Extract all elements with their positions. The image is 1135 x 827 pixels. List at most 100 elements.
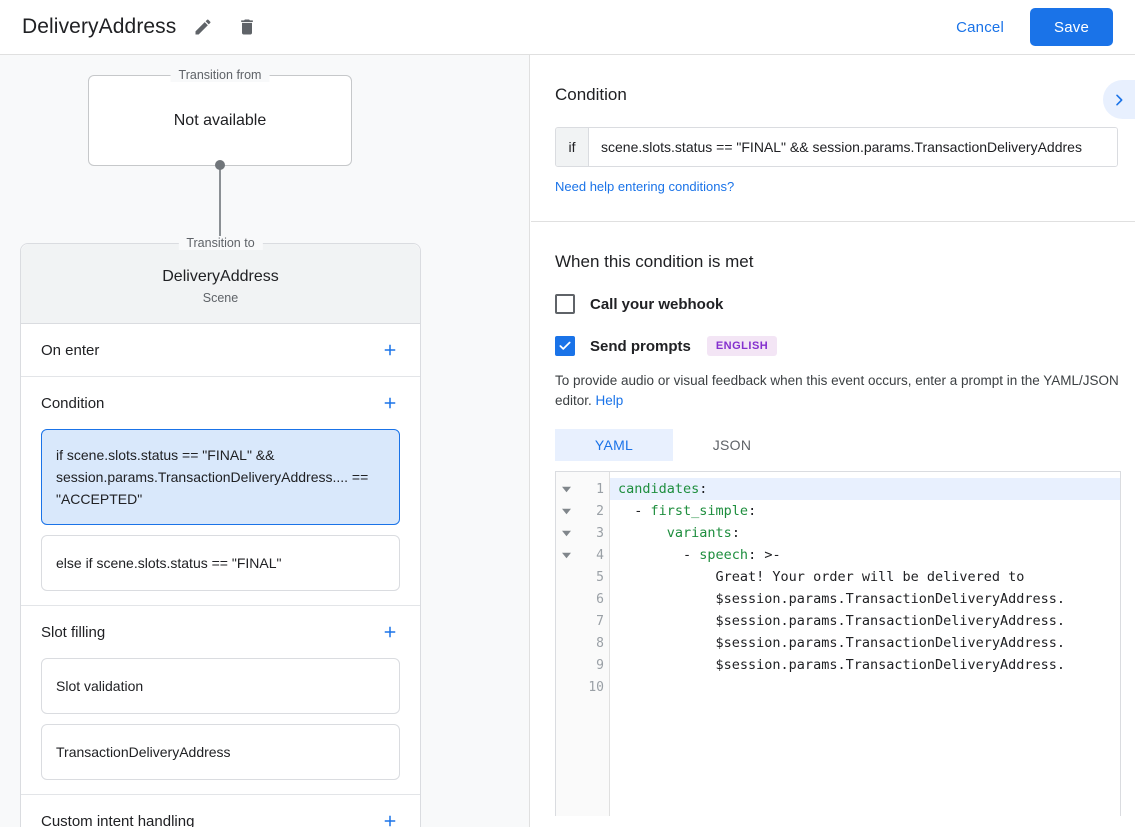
page-title: DeliveryAddress — [22, 15, 177, 38]
sidebar-item-slot-filling[interactable]: Slot filling — [21, 606, 420, 658]
code-token: $session.params.TransactionDeliveryAddre… — [618, 657, 1066, 673]
section-title-slot-filling: Slot filling — [41, 623, 106, 641]
add-custom-intent-handling-button[interactable] — [378, 809, 402, 827]
code-token: speech — [699, 547, 749, 563]
editor-line-number: 1 — [556, 478, 609, 500]
code-token: $session.params.TransactionDeliveryAddre… — [618, 635, 1066, 651]
line-number-value: 10 — [588, 679, 604, 695]
editor-line-number: 5 — [556, 566, 609, 588]
line-number-value: 4 — [596, 547, 604, 563]
code-token: Great! Your order will be delivered to — [618, 569, 1025, 585]
add-on-enter-button[interactable] — [378, 338, 402, 362]
left-panel: Transition from Not available Transition… — [0, 55, 530, 827]
call-webhook-row[interactable]: Call your webhook — [555, 294, 1111, 314]
code-token — [618, 525, 667, 541]
tab-yaml[interactable]: YAML — [555, 429, 673, 461]
list-item[interactable]: Slot validation — [41, 658, 400, 714]
sidebar-item-on-enter[interactable]: On enter — [21, 324, 420, 376]
transition-to-box: Transition to DeliveryAddress Scene — [21, 236, 420, 324]
add-slot-filling-button[interactable] — [378, 620, 402, 644]
prompts-hint-text: To provide audio or visual feedback when… — [555, 371, 1121, 411]
editor-code-line: $session.params.TransactionDeliveryAddre… — [610, 632, 1120, 654]
send-prompts-row[interactable]: Send prompts ENGLISH — [555, 336, 1111, 356]
fold-arrow-icon[interactable] — [556, 551, 576, 560]
condition-section: Condition if Need help entering conditio… — [531, 55, 1135, 196]
fold-arrow-icon[interactable] — [556, 507, 576, 516]
condition-input-row: if — [555, 127, 1118, 167]
line-number-value: 1 — [596, 481, 604, 497]
editor-format-tabs: YAML JSON — [555, 429, 1111, 461]
add-condition-button[interactable] — [378, 391, 402, 415]
editor-line-number: 3 — [556, 522, 609, 544]
code-token: candidates — [618, 481, 700, 497]
list-item[interactable]: TransactionDeliveryAddress — [41, 724, 400, 780]
editor-line-number: 6 — [556, 588, 609, 610]
transition-from-value: Not available — [173, 111, 267, 129]
editor-code-line: Great! Your order will be delivered to — [610, 566, 1120, 588]
transition-from-box: Transition from Not available — [88, 68, 352, 166]
condition-heading: Condition — [555, 85, 627, 104]
trash-icon[interactable] — [230, 10, 264, 44]
editor-line-number: 8 — [556, 632, 609, 654]
code-token: : >- — [748, 547, 781, 563]
section-slot-filling: Slot filling Slot validation Transaction… — [21, 606, 420, 795]
line-number-value: 5 — [596, 569, 604, 585]
send-prompts-label: Send prompts — [590, 337, 691, 355]
editor-code-line: $session.params.TransactionDeliveryAddre… — [610, 654, 1120, 676]
editor-code-line: - speech: >- — [610, 544, 1120, 566]
condition-input[interactable] — [589, 128, 1117, 166]
editor-code-line: - first_simple: — [610, 500, 1120, 522]
sidebar-item-condition[interactable]: Condition — [21, 377, 420, 429]
cancel-button[interactable]: Cancel — [942, 11, 1018, 44]
section-condition: Condition if scene.slots.status == "FINA… — [21, 377, 420, 606]
line-number-value: 7 — [596, 613, 604, 629]
list-item[interactable]: else if scene.slots.status == "FINAL" — [41, 535, 400, 591]
fold-arrow-icon[interactable] — [556, 529, 576, 538]
pencil-icon[interactable] — [186, 10, 220, 44]
editor-code-line: variants: — [610, 522, 1120, 544]
scene-card: Transition to DeliveryAddress Scene On e… — [20, 236, 421, 827]
transition-to-name: DeliveryAddress — [162, 268, 279, 285]
condition-help-link[interactable]: Need help entering conditions? — [555, 179, 735, 194]
section-divider — [531, 221, 1135, 222]
line-number-value: 3 — [596, 525, 604, 541]
call-webhook-label: Call your webhook — [590, 295, 724, 313]
transition-from-legend: Transition from — [170, 68, 270, 82]
editor-line-number: 4 — [556, 544, 609, 566]
list-item[interactable]: if scene.slots.status == "FINAL" && sess… — [41, 429, 400, 525]
editor-code-line — [610, 676, 1120, 698]
transition-to-subtitle: Scene — [202, 291, 239, 305]
slot-filling-list: Slot validation TransactionDeliveryAddre… — [21, 658, 420, 794]
save-button[interactable]: Save — [1030, 8, 1113, 46]
sidebar-item-custom-intent-handling[interactable]: Custom intent handling — [21, 795, 420, 827]
section-title-condition: Condition — [41, 394, 105, 412]
editor-code-line: candidates: — [610, 478, 1120, 500]
prompts-help-link[interactable]: Help — [595, 393, 624, 408]
send-prompts-checkbox[interactable] — [555, 336, 575, 356]
editor-code-area[interactable]: candidates: - first_simple: variants: - … — [610, 472, 1120, 816]
editor-line-number: 2 — [556, 500, 609, 522]
editor-line-number: 9 — [556, 654, 609, 676]
code-token: - — [618, 547, 700, 563]
code-token: : — [731, 525, 740, 541]
code-token: : — [699, 481, 708, 497]
code-token: - — [618, 503, 651, 519]
condition-list: if scene.slots.status == "FINAL" && sess… — [21, 429, 420, 605]
call-webhook-checkbox[interactable] — [555, 294, 575, 314]
code-token: $session.params.TransactionDeliveryAddre… — [618, 613, 1066, 629]
status-badge: ENGLISH — [706, 336, 778, 356]
code-token: first_simple — [650, 503, 749, 519]
prompts-hint-body: To provide audio or visual feedback when… — [555, 373, 1119, 408]
fold-arrow-icon[interactable] — [556, 485, 576, 494]
line-number-value: 2 — [596, 503, 604, 519]
chevron-right-icon[interactable] — [1103, 80, 1135, 119]
code-token: : — [748, 503, 757, 519]
editor-line-number: 7 — [556, 610, 609, 632]
tab-json[interactable]: JSON — [712, 437, 752, 453]
section-custom-intent-handling: Custom intent handling — [21, 795, 420, 827]
when-condition-met-section: When this condition is met Call your web… — [531, 222, 1135, 816]
right-panel: Condition if Need help entering conditio… — [531, 55, 1135, 827]
